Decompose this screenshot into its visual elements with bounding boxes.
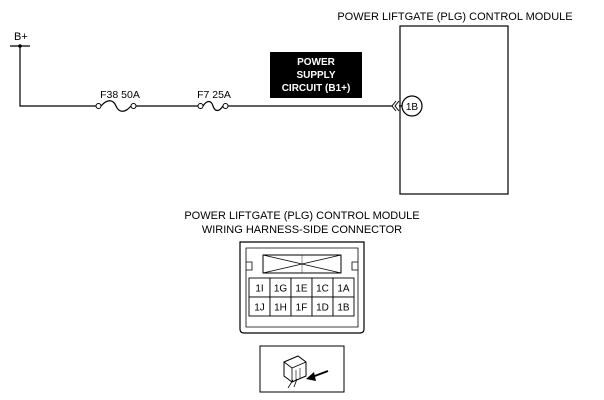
fuse-f38-label: F38 50A [100,89,140,101]
fuse-f38-symbol [95,100,137,112]
fuse-f7-label: F7 25A [197,89,231,101]
circuit-box-line2: SUPPLY [296,70,335,81]
pin-label-1g: 1G [274,284,288,295]
terminal-label: 1B [406,102,419,113]
circuit-box-line1: POWER [297,57,336,68]
pin-label-1d: 1D [316,303,329,314]
connector-view-direction-icon [259,345,345,393]
pin-label-1c: 1C [316,284,329,295]
pin-label-1f: 1F [296,303,308,314]
pin-label-1i: 1I [255,284,263,295]
circuit-box-line3: CIRCUIT (B1+) [282,83,351,94]
supply-label: B+ [14,31,28,43]
pin-label-1h: 1H [274,303,287,314]
pin-label-1e: 1E [295,284,308,295]
connector-title-line2: WIRING HARNESS-SIDE CONNECTOR [202,224,402,236]
pin-label-1b: 1B [337,303,350,314]
terminal-circle [401,95,423,117]
pin-cell [332,296,355,317]
pin-label-1j: 1J [254,303,265,314]
wire-segment-1 [19,46,96,107]
pin-grid: 1I 1G 1E 1C 1A 1J 1H 1F 1D 1B [248,277,355,317]
pin-label-1a: 1A [337,284,350,295]
fuse-f7-symbol [197,100,229,112]
circuit-box [270,52,362,98]
connector-mark-icon [391,100,400,112]
module-title: POWER LIFTGATE (PLG) CONTROL MODULE [337,11,572,23]
connector-title-line1: POWER LIFTGATE (PLG) CONTROL MODULE [184,210,419,222]
